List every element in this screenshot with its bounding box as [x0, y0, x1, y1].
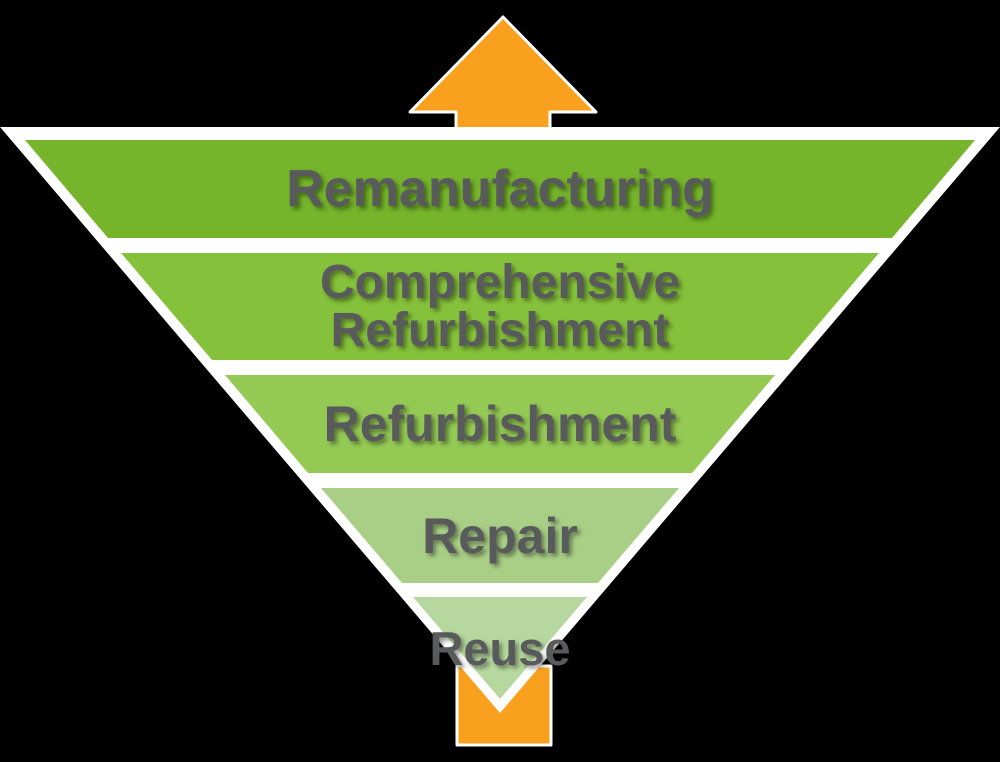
level-band-repair	[321, 488, 679, 583]
level-band-reuse	[413, 597, 587, 699]
level-band-refurbishment	[225, 375, 775, 473]
up-arrow-icon	[408, 15, 598, 147]
level-band-remanufacturing	[25, 140, 975, 238]
level-band-comprehensive-refurbishment	[121, 253, 879, 360]
